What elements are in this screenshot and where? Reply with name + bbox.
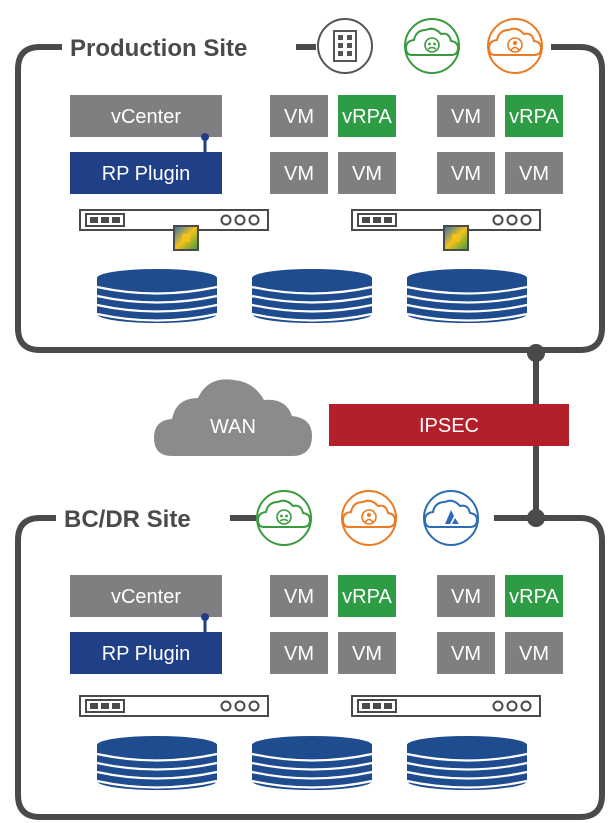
storage-disk [405,734,529,792]
storage-disk [405,267,529,325]
vm-box [437,575,495,617]
public-cloud-icon [487,18,543,74]
vrpa-label: vRPA [342,106,392,128]
production-site-title: Production Site [70,35,247,62]
vm-label: VM [284,163,314,185]
vm-label: VM [451,643,481,665]
connector-dot [201,613,209,621]
rp-plugin-box [70,152,222,194]
storage-disk [95,734,219,792]
vrpa-label: vRPA [509,586,559,608]
wan-label: WAN [210,416,256,438]
private-cloud-icon [256,490,312,546]
vm-label: VM [451,163,481,185]
ipsec-label: IPSEC [419,415,479,437]
vcenter-box [70,95,222,137]
vm-label: VM [451,106,481,128]
storage-disk [250,734,374,792]
vm-box [270,95,328,137]
public-cloud-icon [341,490,397,546]
vcenter-label: vCenter [111,106,181,128]
vm-label: VM [451,586,481,608]
vrpa-label: vRPA [342,586,392,608]
vrpa-box [338,95,396,137]
rp-plugin-box [70,632,222,674]
rp-plugin-label: RP Plugin [102,163,191,185]
vm-label: VM [519,163,549,185]
vm-box [505,632,563,674]
private-cloud-icon [404,18,460,74]
vm-box [437,632,495,674]
esxi-host-icon [443,225,469,251]
vrpa-box [505,95,563,137]
wan-cloud [154,379,312,456]
vrpa-box [505,575,563,617]
azure-cloud-icon [423,490,479,546]
bcdr-site-title: BC/DR Site [64,506,191,533]
storage-disk [250,267,374,325]
building-icon [317,18,373,74]
production-site-frame [15,44,605,353]
vm-label: VM [519,643,549,665]
vm-box [270,632,328,674]
vm-box [270,575,328,617]
network-switch [351,695,541,717]
esxi-host-icon [173,225,199,251]
vrpa-label: vRPA [509,106,559,128]
vm-label: VM [352,643,382,665]
vm-label: VM [284,106,314,128]
vm-box [338,632,396,674]
vm-box [338,152,396,194]
vm-box [270,152,328,194]
vm-label: VM [284,643,314,665]
vrpa-box [338,575,396,617]
ipsec-bar [329,404,569,446]
vm-label: VM [284,586,314,608]
rp-plugin-label: RP Plugin [102,643,191,665]
bcdr-site-frame [15,515,605,820]
vm-box [437,152,495,194]
vm-box [505,152,563,194]
vcenter-label: vCenter [111,586,181,608]
vm-box [437,95,495,137]
vm-label: VM [352,163,382,185]
connector-dot [201,133,209,141]
network-switch [79,695,269,717]
vcenter-box [70,575,222,617]
storage-disk [95,267,219,325]
